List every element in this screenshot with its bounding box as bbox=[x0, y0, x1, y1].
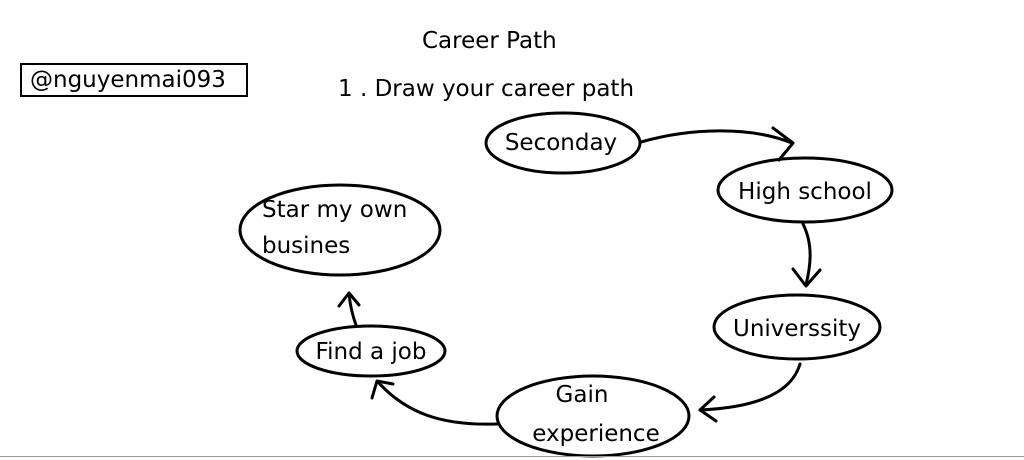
instruction-text: 1 . Draw your career path bbox=[338, 76, 635, 102]
node-gain-experience-line2: experience bbox=[532, 421, 659, 447]
node-own-business: Star my own busines bbox=[238, 183, 442, 277]
arrow-university-to-gain-experience bbox=[698, 362, 802, 423]
author-watermark: @nguyenmai093 bbox=[20, 63, 248, 97]
arrow-university-to-gain-experience-line bbox=[698, 362, 802, 412]
arrow-find-job-to-own-business-head bbox=[337, 291, 361, 308]
node-own-business-line2: busines bbox=[262, 233, 350, 259]
arrow-gain-experience-to-find-job-line bbox=[376, 380, 499, 426]
node-find-job-ellipse bbox=[295, 324, 447, 378]
arrow-university-to-gain-experience-head bbox=[698, 395, 718, 423]
node-gain-experience-line1: Gain bbox=[556, 382, 609, 408]
arrow-high-school-to-university-head bbox=[791, 267, 822, 288]
arrow-find-job-to-own-business bbox=[337, 291, 361, 327]
node-university-ellipse bbox=[712, 293, 882, 361]
node-secondary-label: Seconday bbox=[505, 130, 617, 156]
node-own-business-line1: Star my own bbox=[262, 197, 407, 223]
arrow-secondary-to-high-school-line bbox=[639, 129, 794, 145]
arrow-gain-experience-to-find-job-head bbox=[370, 379, 395, 400]
node-find-job-label: Find a job bbox=[316, 339, 427, 365]
node-gain-experience: Gain experience bbox=[495, 374, 691, 458]
arrow-gain-experience-to-find-job bbox=[370, 379, 499, 426]
node-find-job: Find a job bbox=[295, 324, 447, 378]
arrow-secondary-to-high-school-head bbox=[771, 126, 795, 162]
node-university: Universsity bbox=[712, 293, 882, 361]
node-high-school-ellipse bbox=[716, 156, 894, 224]
node-high-school-label: High school bbox=[738, 179, 872, 205]
arrow-high-school-to-university bbox=[791, 222, 822, 288]
bottom-border bbox=[0, 456, 1024, 457]
arrow-high-school-to-university-line bbox=[801, 222, 812, 287]
node-university-label: Universsity bbox=[733, 316, 861, 342]
node-own-business-ellipse bbox=[238, 183, 442, 277]
arrow-find-job-to-own-business-line bbox=[347, 292, 358, 327]
node-secondary: Seconday bbox=[484, 111, 642, 175]
page-title: Career Path bbox=[422, 28, 557, 54]
arrow-secondary-to-high-school bbox=[639, 126, 795, 162]
node-high-school: High school bbox=[716, 156, 894, 224]
